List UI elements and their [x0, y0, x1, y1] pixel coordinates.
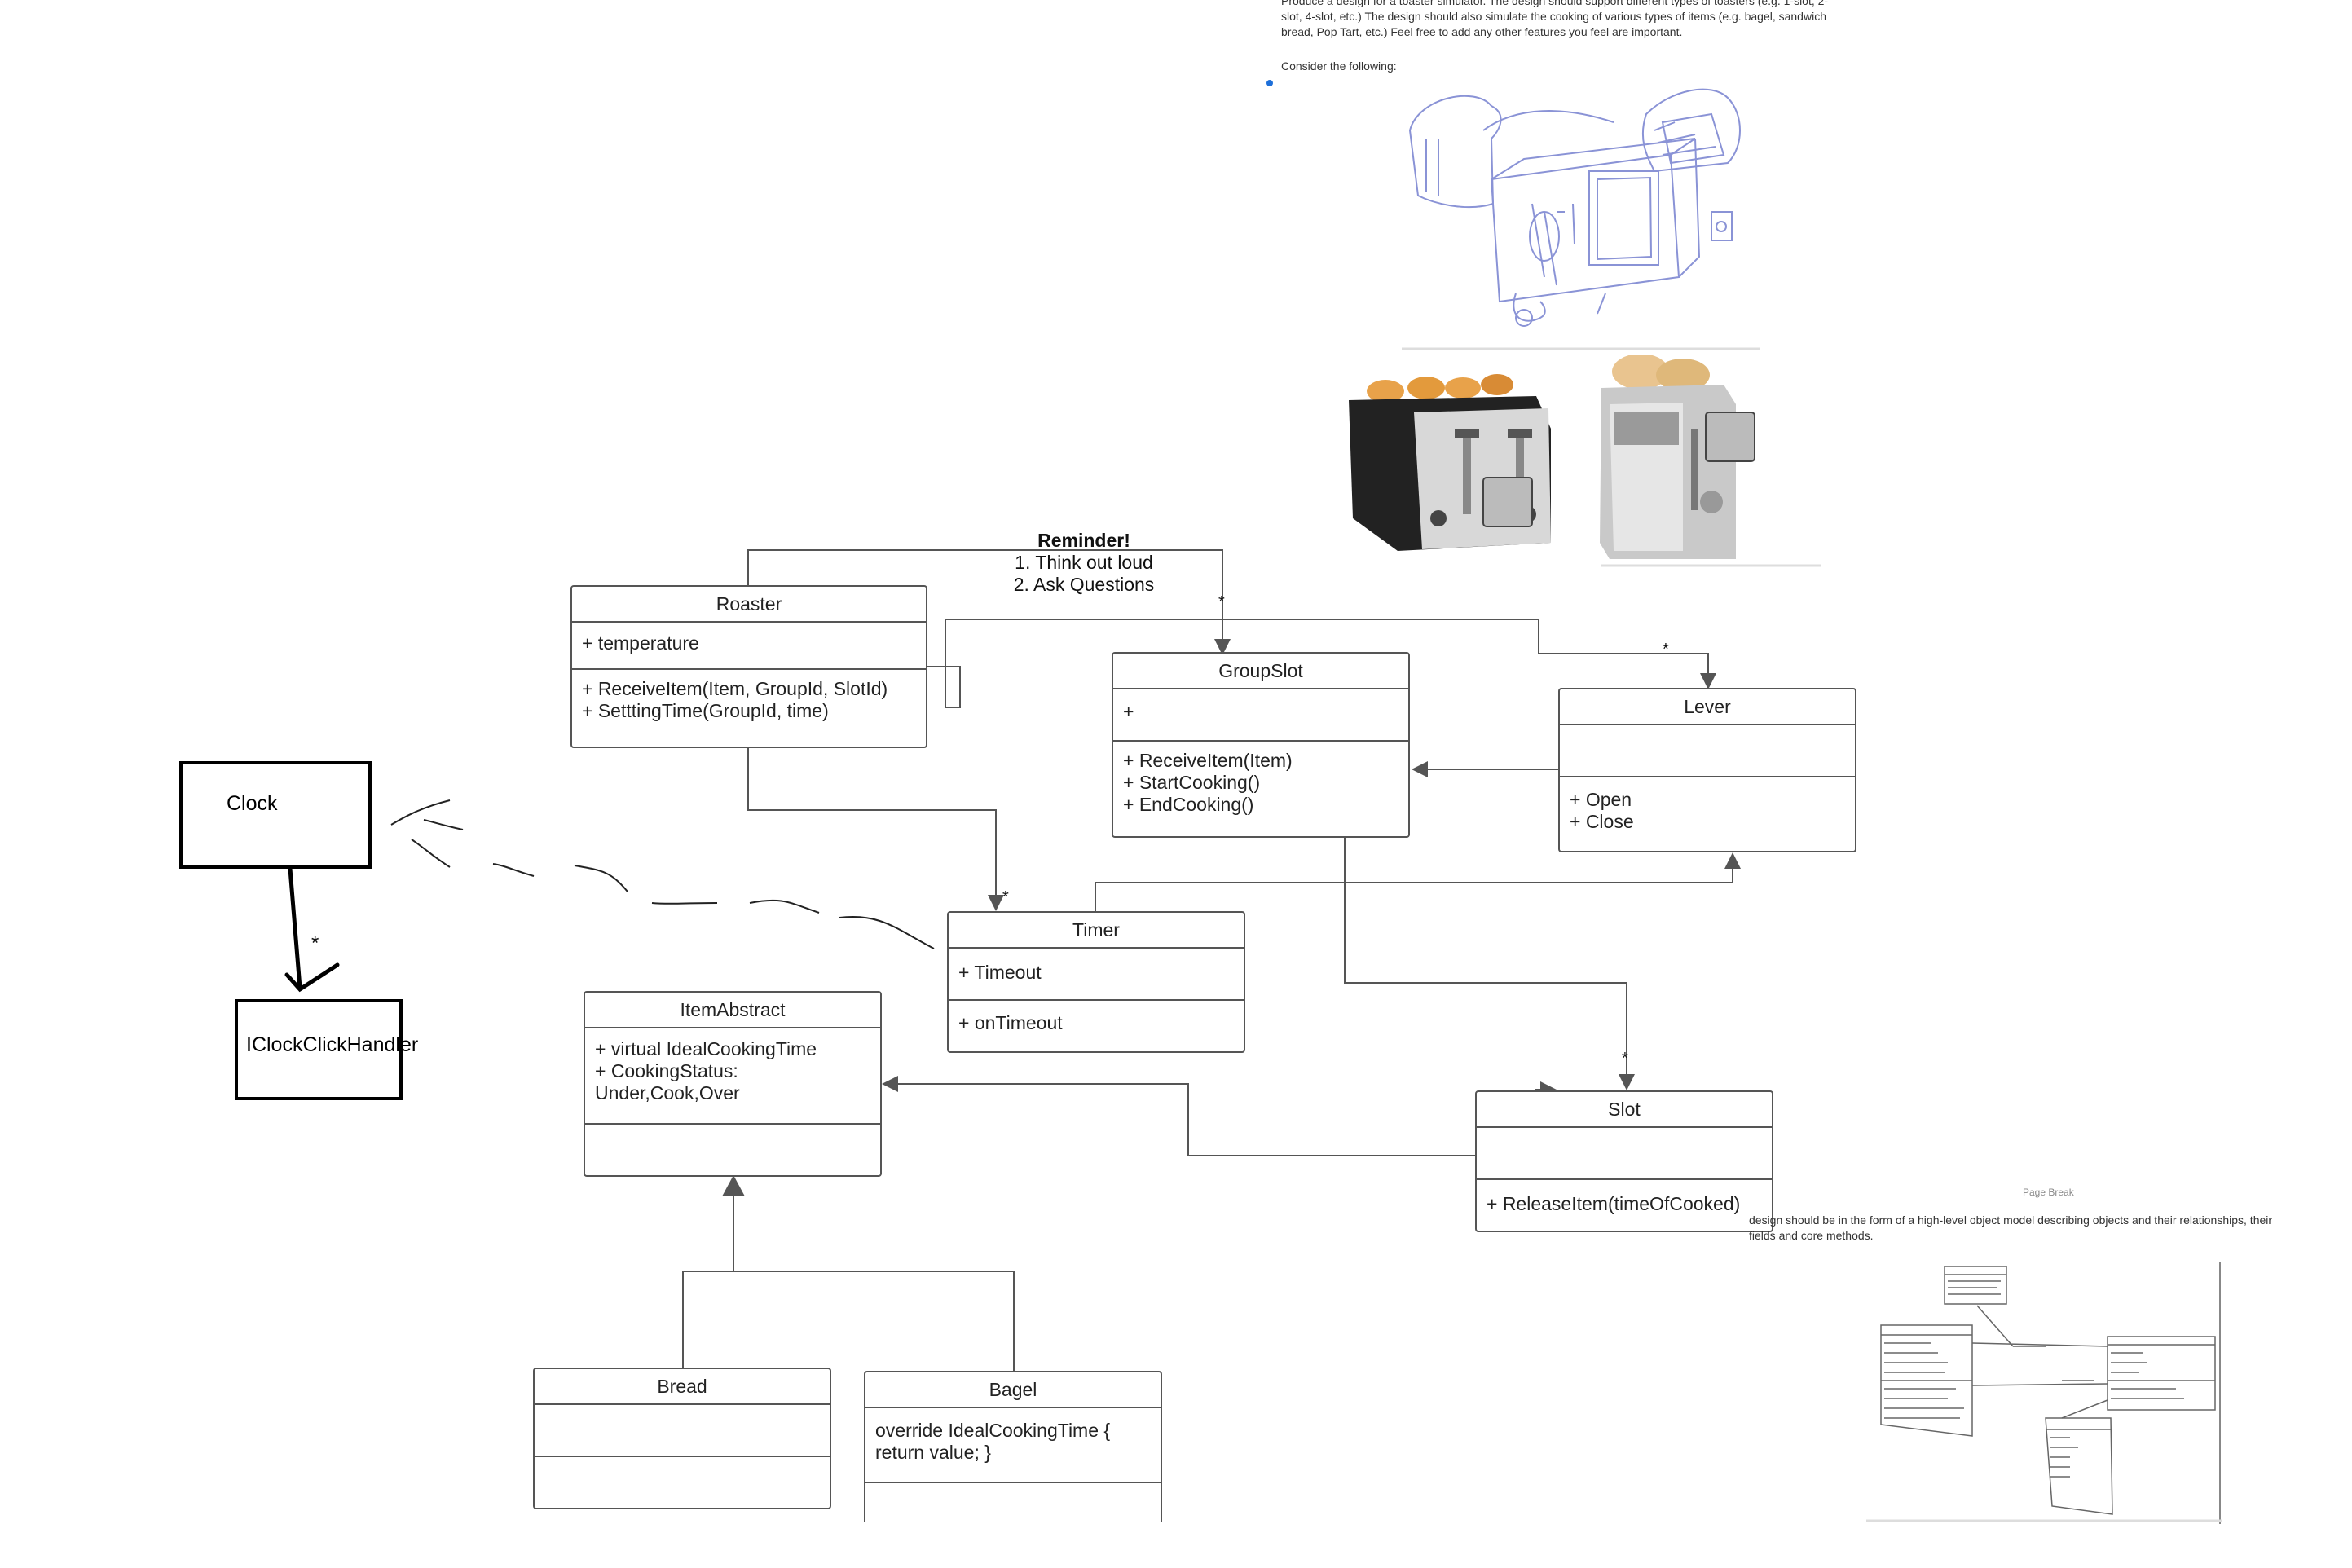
cursor-dot	[1266, 80, 1273, 86]
groupslot-slot-connector	[1344, 838, 1635, 1090]
field: + virtual IdealCookingTime	[595, 1038, 817, 1059]
class-methods: + Open + Close	[1560, 777, 1855, 838]
handler-label: IClockClickHandler	[246, 1033, 419, 1056]
class-name: ItemAbstract	[585, 993, 880, 1028]
class-name: Roaster	[572, 587, 926, 623]
class-methods	[865, 1483, 1161, 1493]
class-name: Slot	[1477, 1092, 1772, 1128]
multiplicity-roaster-groupslot: *	[1218, 593, 1225, 611]
clock-handler-box[interactable]: IClockClickHandler	[235, 999, 418, 1100]
class-fields	[1477, 1128, 1772, 1180]
multiplicity-clock-handler: *	[311, 932, 319, 954]
method: + onTimeout	[958, 1012, 1063, 1033]
class-methods: + ReleaseItem(timeOfCooked)	[1477, 1180, 1772, 1220]
bread-inheritance-line	[682, 1175, 745, 1368]
class-fields	[1560, 725, 1855, 777]
itemabstract-class[interactable]: ItemAbstract + virtual IdealCookingTime …	[584, 991, 882, 1177]
page-break-label: Page Break	[2023, 1187, 2074, 1198]
method: + Open	[1570, 789, 1632, 810]
class-methods	[535, 1457, 830, 1467]
method: + StartCooking()	[1123, 772, 1261, 793]
multiplicity-roaster-timer: *	[1002, 888, 1009, 906]
class-name: Timer	[949, 913, 1244, 949]
field: + Timeout	[958, 962, 1042, 983]
clock-label: Clock	[227, 792, 278, 815]
class-name: Bagel	[865, 1372, 1161, 1408]
reminder-title: Reminder!	[1037, 530, 1130, 551]
toaster-photos-image	[1349, 355, 1821, 567]
class-name: GroupSlot	[1113, 654, 1408, 689]
roaster-lever-connector	[926, 619, 1716, 708]
class-fields: + Timeout	[949, 949, 1244, 1001]
class-fields: override IdealCookingTime { return value…	[865, 1408, 1161, 1483]
clock-timer-dashed-sketch	[390, 799, 935, 949]
class-fields: + temperature	[572, 623, 926, 670]
groupslot-class[interactable]: GroupSlot + + ReceiveItem(Item) + StartC…	[1112, 652, 1410, 838]
reminder-note: Reminder! 1. Think out loud 2. Ask Quest…	[1002, 530, 1165, 596]
timer-class[interactable]: Timer + Timeout + onTimeout	[947, 911, 1245, 1053]
class-methods	[585, 1125, 880, 1134]
method: + SetttingTime(GroupId, time)	[582, 700, 829, 721]
design-note-line: fields and core methods.	[1749, 1229, 1874, 1242]
class-name: Bread	[535, 1369, 830, 1405]
toaster-sketch-image	[1402, 88, 1760, 350]
class-name: Lever	[1560, 689, 1855, 725]
slot-class[interactable]: Slot + ReleaseItem(timeOfCooked)	[1475, 1090, 1773, 1232]
method: + EndCooking()	[1123, 794, 1254, 815]
method: + ReceiveItem(Item, GroupId, SlotId)	[582, 678, 888, 699]
slot-itemabstract-connector	[882, 1076, 1475, 1156]
clock-box[interactable]: Clock	[179, 761, 372, 869]
class-fields	[535, 1405, 830, 1457]
method: + Close	[1570, 811, 1634, 832]
design-note: design should be in the form of a high-l…	[1749, 1213, 2352, 1244]
lever-class[interactable]: Lever + Open + Close	[1558, 688, 1856, 852]
multiplicity-groupslot-slot: *	[1622, 1050, 1628, 1068]
class-methods: + onTimeout	[949, 1001, 1244, 1039]
roaster-timer-connector	[747, 747, 1004, 911]
class-fields: +	[1113, 689, 1408, 742]
class-fields: + virtual IdealCookingTime + CookingStat…	[585, 1028, 880, 1125]
object-model-sketch-image	[1866, 1262, 2222, 1524]
intro-line: slot, 4-slot, etc.) The design should al…	[1281, 10, 1826, 23]
design-note-line: design should be in the form of a high-l…	[1749, 1213, 2273, 1227]
method: + ReceiveItem(Item)	[1123, 750, 1293, 771]
multiplicity-roaster-lever: *	[1663, 641, 1669, 658]
class-methods: + ReceiveItem(Item, GroupId, SlotId) + S…	[572, 670, 926, 727]
field: + CookingStatus: Under,Cook,Over	[595, 1060, 740, 1103]
clock-handler-arrow	[284, 866, 340, 993]
bagel-inheritance-line	[733, 1271, 1015, 1371]
class-methods: + ReceiveItem(Item) + StartCooking() + E…	[1113, 742, 1408, 821]
roaster-class[interactable]: Roaster + temperature + ReceiveItem(Item…	[570, 585, 927, 748]
intro-line: bread, Pop Tart, etc.) Feel free to add …	[1281, 25, 1683, 38]
intro-line: Produce a design for a toaster simulator…	[1281, 0, 1829, 7]
field: + temperature	[582, 632, 699, 654]
method: + ReleaseItem(timeOfCooked)	[1487, 1193, 1741, 1214]
reminder-item: 2. Ask Questions	[1013, 574, 1155, 595]
field: +	[1123, 701, 1134, 722]
reminder-item: 1. Think out loud	[1015, 552, 1153, 573]
bread-class[interactable]: Bread	[533, 1368, 831, 1509]
bagel-class[interactable]: Bagel override IdealCookingTime { return…	[864, 1371, 1162, 1522]
timer-lever-connector	[1095, 852, 1741, 913]
consider-heading: Consider the following:	[1281, 59, 1397, 73]
field: override IdealCookingTime { return value…	[875, 1420, 1111, 1463]
assignment-intro: Produce a design for a toaster simulator…	[1281, 0, 1901, 40]
roaster-groupslot-connector	[747, 549, 1231, 655]
